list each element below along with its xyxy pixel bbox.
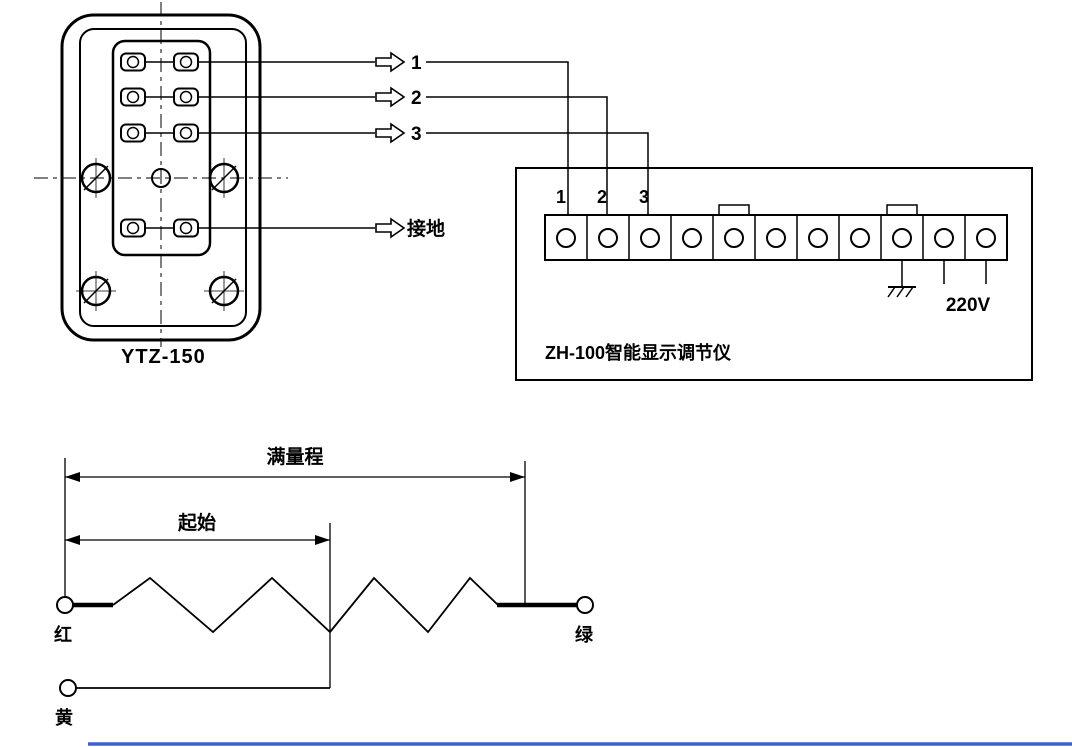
red-terminal [56,596,74,614]
terminal-screw-8 [850,228,870,248]
signal-label-ground: 接地 [407,217,445,240]
power-voltage-label: 220V [946,295,991,316]
wire-1 [426,61,569,214]
instrument-terminal-number-3: 3 [639,187,649,207]
arrow-icon-2 [375,86,406,108]
red-label: 红 [54,624,72,645]
instrument-zh100: 1 2 3 [515,167,1033,381]
instrument-terminal-number-2: 2 [597,187,607,207]
arrow-icon-1 [375,51,406,73]
potentiometer-diagram: 满量程 起始 红 绿 黄 [54,445,594,728]
instrument-box [515,167,1033,381]
resistor-zigzag [112,576,499,634]
arrow-icon-ground [375,217,406,239]
center-post [151,168,171,188]
wire-3 [426,132,649,214]
terminal-screw-10 [934,228,954,248]
wire-2 [426,96,608,214]
transmitter-leads [198,61,375,229]
mounting-hole-bottom-right [204,271,244,311]
mounting-hole-top-left [80,158,112,198]
full-scale-label: 满量程 [266,445,323,468]
terminal-screw-11 [976,228,996,248]
transmitter-ytz150: YTZ-150 [34,2,288,368]
transmitter-terminal-pair-ground [120,218,199,238]
terminal-screw-3 [640,228,660,248]
terminal-screw-6 [766,228,786,248]
instrument-label: ZH-100智能显示调节仪 [545,342,732,363]
full-scale-dimension: 满量程 [65,445,525,482]
power-terminals: 220V [943,260,991,316]
transmitter-terminal-pair-1 [120,52,199,72]
terminal-screws [556,228,996,248]
signal-label-2: 2 [411,88,422,109]
instrument-terminal-number-1: 1 [556,187,566,207]
transmitter-terminal-pair-2 [120,87,199,107]
terminal-screw-1 [556,228,576,248]
green-terminal [576,596,594,614]
terminal-screw-2 [598,228,618,248]
arrow-icon-3 [375,122,406,144]
mounting-hole-top-right [208,158,240,198]
signal-label-3: 3 [411,124,422,145]
transmitter-terminal-pair-3 [120,123,199,143]
strip-tab-right [886,204,918,216]
yellow-terminal [59,679,77,697]
signal-label-1: 1 [411,53,422,74]
start-label: 起始 [177,511,216,534]
mounting-hole-bottom-left [76,271,116,311]
terminal-screw-4 [682,228,702,248]
transmitter-label: YTZ-150 [121,346,206,368]
green-label: 绿 [575,624,594,645]
terminal-screw-7 [808,228,828,248]
transmitter-inner-case [79,28,247,327]
start-dimension: 起始 [65,511,330,545]
earth-ground-icon [887,260,916,298]
terminal-screw-9 [892,228,912,248]
strip-tab-left [718,204,750,216]
yellow-label: 黄 [55,707,73,728]
terminal-strip [544,214,1008,261]
terminal-strip-dividers [586,215,966,260]
terminal-screw-5 [724,228,744,248]
